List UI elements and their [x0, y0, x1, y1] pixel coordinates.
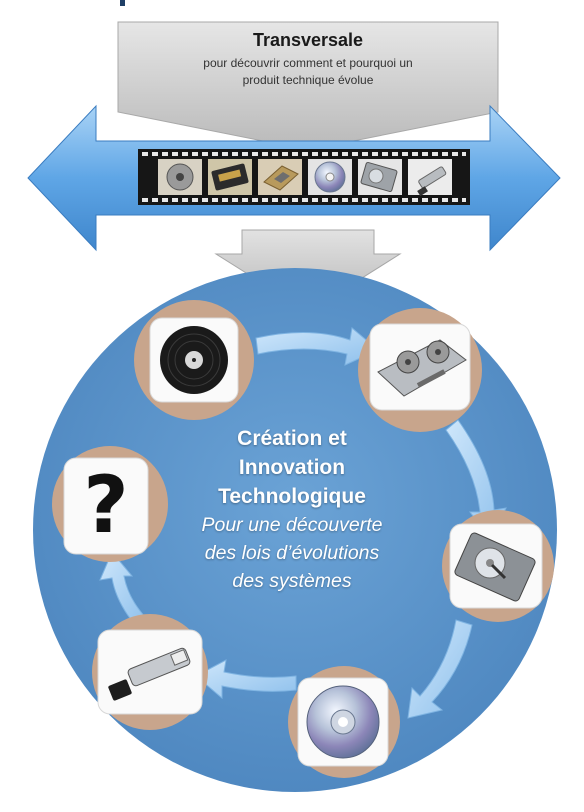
cycle-node-tape-recorder [358, 308, 482, 432]
center-line6: des systèmes [232, 570, 352, 592]
center-line1: Création et [237, 427, 347, 450]
optical-disc-icon [314, 161, 346, 193]
hard-disk-icon [360, 161, 398, 193]
usb-key-icon [108, 647, 191, 701]
optical-disc-icon [306, 685, 380, 759]
cycle-arrow-5 [99, 551, 147, 627]
filmstrip-frame-6 [408, 159, 452, 197]
banner-subtitle-line2: produit technique évolue [242, 73, 374, 87]
center-text: Création et Innovation Technologique Pou… [162, 424, 422, 595]
reel-tape-icon [166, 163, 194, 191]
cycle-arrow-4 [195, 659, 297, 700]
hard-disk-icon [454, 532, 536, 602]
cassette-icon [211, 163, 249, 191]
filmstrip [138, 149, 470, 205]
filmstrip-frame-4 [308, 159, 352, 195]
cycle-node-question: ? [52, 446, 168, 562]
center-line4: Pour une découverte [201, 514, 383, 536]
banner-title: Transversale [252, 30, 364, 50]
filmstrip-frame-5 [358, 159, 402, 195]
filmstrip-frame-2 [208, 159, 252, 195]
filmstrip-frame-3 [258, 159, 302, 195]
center-line5: des lois d’évolutions [204, 542, 380, 564]
cycle-arrow-3 [407, 619, 473, 719]
top-mark [120, 0, 125, 6]
transversale-banner [117, 21, 499, 151]
tape-recorder-icon [377, 339, 467, 397]
cycle-node-optical-disc [288, 666, 400, 778]
center-line2: Innovation [238, 456, 346, 479]
cycle-node-usb-key [92, 614, 208, 730]
cycle-node-hard-disk [442, 510, 554, 622]
banner-text: Transversale pour découvrir comment et p… [118, 30, 498, 89]
usb-key-icon [417, 166, 447, 197]
vinyl-record-icon [160, 326, 228, 394]
center-line3: Technologique [218, 485, 366, 508]
processor-chip-icon [263, 165, 299, 191]
banner-subtitle-line1: pour découvrir comment et pourquoi un [203, 56, 413, 70]
filmstrip-frame-1 [158, 159, 202, 195]
cycle-arrows [99, 327, 507, 719]
cycle-node-vinyl [134, 300, 254, 420]
question-mark-icon: ? [83, 461, 128, 551]
